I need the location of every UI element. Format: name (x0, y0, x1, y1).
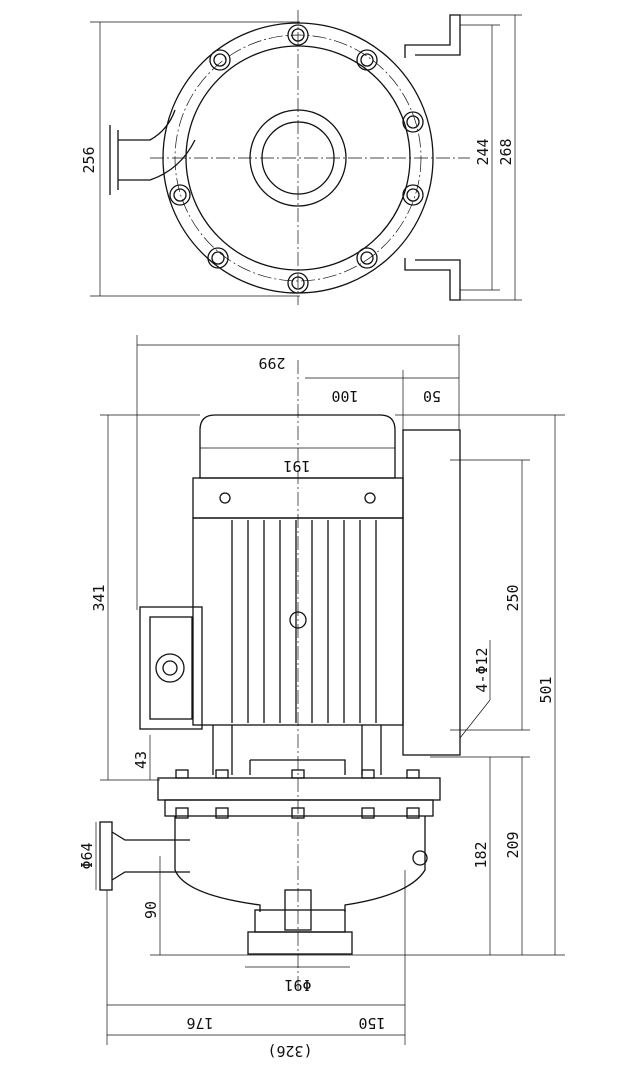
dim-299: 299 (258, 354, 285, 372)
flange-bolt (175, 769, 189, 779)
mount-bracket (404, 14, 461, 301)
inlet-pipe (109, 109, 196, 195)
fan-cover (199, 414, 396, 479)
flange-bolt (361, 769, 375, 779)
flange-bolt (215, 769, 229, 779)
pump-flange (157, 777, 441, 801)
flange-bolt (291, 769, 305, 779)
cooling-fins (231, 520, 377, 723)
dim-256: 256 (80, 146, 98, 173)
dim-268: 268 (497, 138, 515, 165)
bolt (356, 247, 378, 269)
flange-nut (361, 807, 375, 819)
flange-bolt (406, 769, 420, 779)
bolt (209, 49, 231, 71)
dim-209: 209 (504, 831, 522, 858)
bolt (287, 24, 309, 46)
bolt-inner (406, 188, 420, 202)
bolt-inner (173, 188, 187, 202)
dim-176: 176 (186, 1014, 213, 1032)
dim-501: 501 (537, 676, 555, 703)
flange-nut (406, 807, 420, 819)
bolt (207, 247, 229, 269)
outlet (254, 909, 346, 933)
inlet (99, 821, 113, 891)
mount-plate (402, 429, 461, 756)
dim-90: 90 (142, 901, 160, 919)
dim-holes: 4-Φ12 (473, 647, 491, 692)
top-view: 256 244 268 (80, 10, 522, 305)
dim-191: 191 (283, 457, 310, 475)
bolt-inner (213, 53, 227, 67)
bolt-inner (360, 251, 374, 265)
dim-326: (326) (267, 1042, 312, 1060)
bolt-inner (291, 28, 305, 42)
flange-nut (215, 807, 229, 819)
bolt-inner (360, 53, 374, 67)
dim-50: 50 (423, 387, 441, 405)
bolt (402, 111, 424, 133)
bolts (169, 24, 424, 294)
flange-nut (175, 807, 189, 819)
dim-182: 182 (472, 841, 490, 868)
dim-phi91: Φ91 (284, 976, 311, 994)
flange-nut (291, 807, 305, 819)
bolt (356, 49, 378, 71)
dim-341: 341 (90, 584, 108, 611)
bolt (287, 272, 309, 294)
flange-bolts (175, 769, 420, 819)
dim-244: 244 (474, 138, 492, 165)
dim-phi64: Φ64 (78, 842, 96, 869)
dim-100: 100 (331, 387, 358, 405)
bolt (169, 184, 191, 206)
side-view: 299 100 50 191 341 43 Φ64 90 501 250 209… (78, 335, 565, 1060)
dim-150: 150 (358, 1014, 385, 1032)
dim-43: 43 (132, 751, 150, 769)
bolt-inner (406, 115, 420, 129)
bolt-inner (211, 251, 225, 265)
pump-casing (174, 816, 426, 912)
bolt (402, 184, 424, 206)
bolt-inner (291, 276, 305, 290)
dim-250: 250 (504, 584, 522, 611)
junction-box (139, 606, 203, 730)
